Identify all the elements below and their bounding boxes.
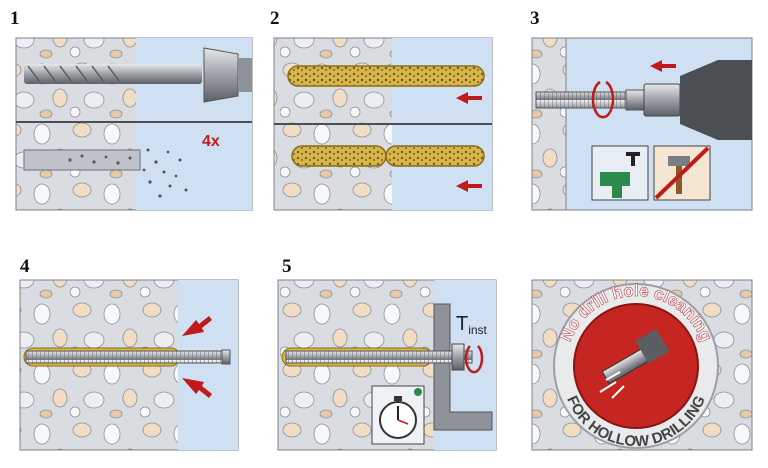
step-5: 5 Tinst [277,256,497,451]
mortar-capsule-icon [287,65,485,87]
hammer-crossed-icon [653,145,711,201]
mortar-capsule-icon [385,145,485,167]
rotation-arrow-icon [591,80,615,119]
setting-tool-icon [643,83,681,117]
concrete-block [531,37,567,211]
torque-label: Tinst [456,313,488,337]
drill-dust [68,148,188,198]
fixture-bracket [433,303,493,431]
step-4: 4 [19,256,239,451]
step-1: 1 4x [10,8,253,211]
drill-chuck-icon [680,60,752,140]
drill-bit-icon [24,64,202,84]
step-2: 2 [270,8,493,211]
drill-chuck-icon [203,47,239,103]
indicator-arrow-icon [182,378,212,398]
repeat-count: 4x [202,133,220,150]
threaded-rod [285,350,473,364]
step-number-1: 1 [10,8,20,29]
insert-arrow-icon [456,92,482,104]
no-cleaning-badge: No drill hole cleaning FOR HOLLOW DRILLI… [531,279,753,451]
rotation-arrow-icon [464,345,484,374]
step-number-3: 3 [530,8,540,29]
insert-arrow-icon [456,180,482,192]
air-side [178,280,238,450]
mortar-capsule-icon [291,145,387,167]
hammer-drill-icon [591,145,649,201]
step-number-2: 2 [270,8,280,29]
step-number-4: 4 [20,256,30,277]
stopwatch-icon [371,385,425,445]
step-number-5: 5 [282,256,292,277]
nut [451,343,465,371]
threaded-rod [25,350,223,364]
indicator-arrow-icon [182,316,212,336]
hollow-drill-icon [599,328,670,399]
insert-arrow-icon [650,60,676,72]
step-3: 3 [530,8,753,211]
